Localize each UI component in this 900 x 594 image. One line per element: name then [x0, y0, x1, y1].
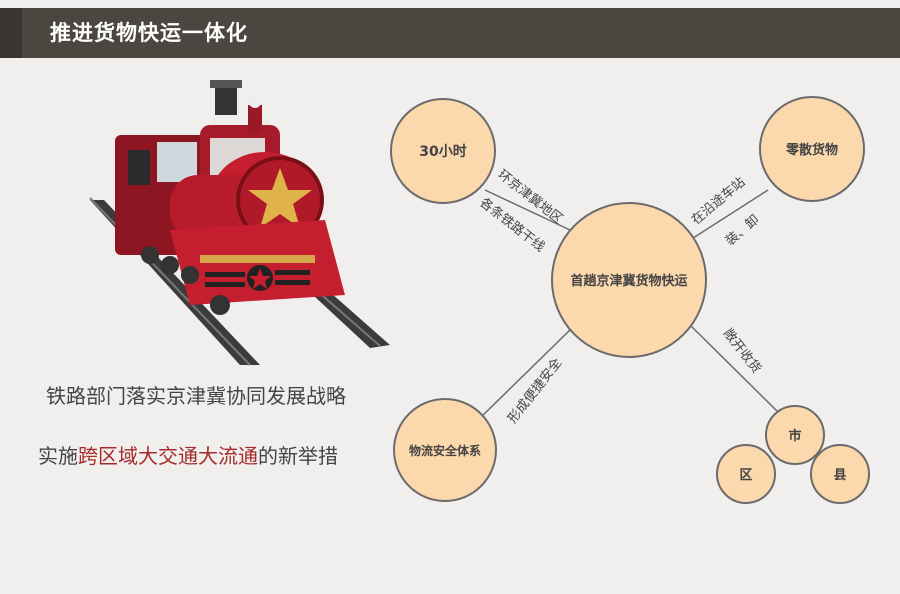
concept-diagram: 首趟京津冀货物快运 30小时 零散货物 物流安全体系 市 区 县 环京津冀地区 … [390, 96, 870, 504]
node-county-label: 县 [833, 468, 846, 483]
node-district [716, 444, 776, 504]
link-parcel-label-b: 装、卸 [722, 212, 762, 249]
node-time-label: 30小时 [419, 143, 466, 160]
caption-strategy: 铁路部门落实京津冀协同发展战略 [46, 384, 346, 408]
node-safety [393, 398, 497, 502]
link-parcel [689, 189, 769, 241]
center-node [551, 202, 707, 358]
header-accent [0, 8, 22, 58]
center-label: 首趟京津冀货物快运 [570, 273, 687, 289]
link-safety [479, 329, 571, 419]
node-parcel [759, 96, 865, 202]
link-delivery [689, 324, 779, 413]
node-city-label: 市 [788, 428, 801, 444]
node-city [765, 405, 825, 465]
link-time [484, 189, 571, 231]
node-time [390, 98, 496, 204]
caption-measure-suffix: 的新举措 [258, 444, 338, 468]
caption-measure-highlight: 跨区域大交通大流通 [78, 444, 258, 468]
link-safety-label: 形成便捷安全 [505, 355, 566, 426]
node-district-label: 区 [739, 468, 752, 483]
train-illustration [89, 80, 390, 366]
link-parcel-label-a: 在沿途车站 [688, 174, 748, 228]
node-parcel-label: 零散货物 [785, 142, 838, 158]
train-body [115, 80, 345, 315]
caption-measure: 实施跨区域大交通大流通的新举措 [38, 440, 338, 469]
header-bar: 推进货物快运一体化 [0, 8, 900, 58]
page-title: 推进货物快运一体化 [50, 21, 248, 45]
node-county [810, 444, 870, 504]
caption-measure-prefix: 实施 [38, 444, 78, 468]
node-safety-label: 物流安全体系 [409, 443, 481, 458]
link-delivery-label: 敞开收货 [720, 326, 765, 377]
